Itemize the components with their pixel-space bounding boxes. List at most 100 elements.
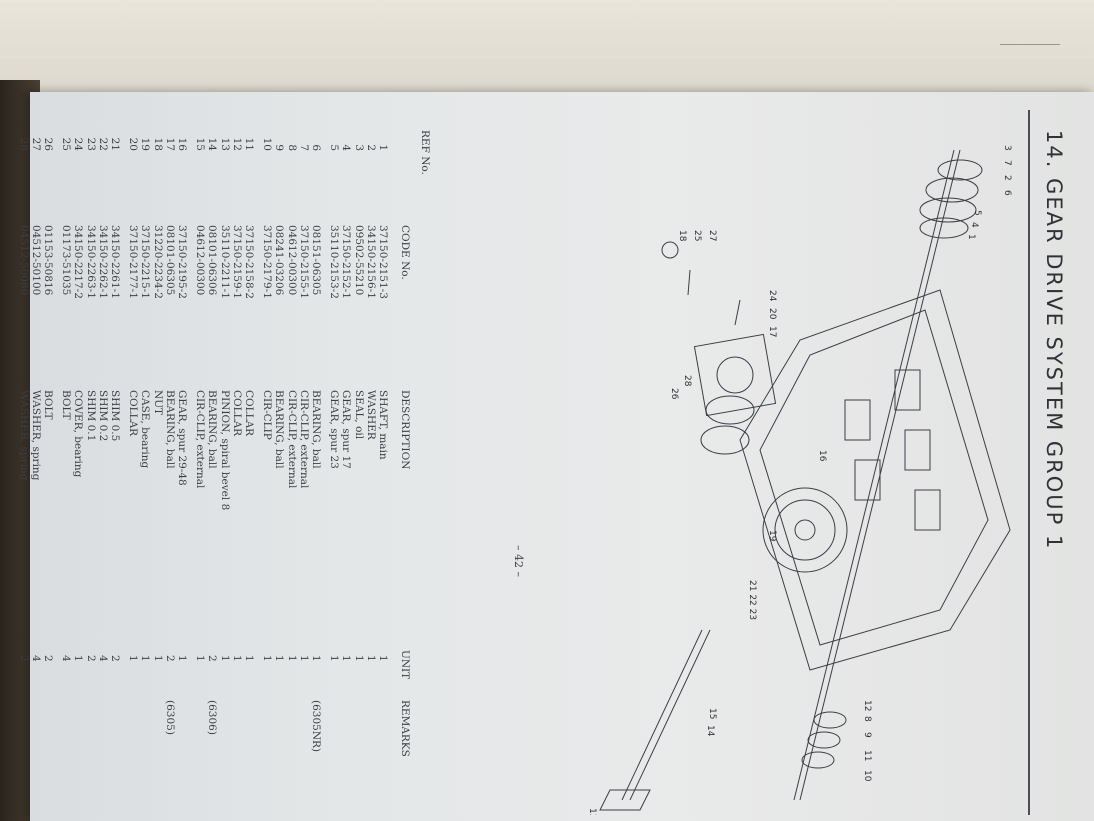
row-ref: 4: [340, 144, 353, 151]
row-unit: 1: [151, 655, 164, 662]
row-description: GEAR, spur 17: [340, 390, 353, 469]
row-description: CIR-CLIP, external: [297, 390, 310, 489]
row-description: BEARING, ball: [206, 390, 219, 469]
row-unit: 1: [261, 655, 274, 662]
row-ref: 17: [163, 137, 176, 151]
row-ref: 13: [218, 137, 231, 151]
header-remarks: REMARKS: [399, 700, 411, 757]
pinion-spiral-bevel: [599, 789, 651, 811]
row-unit: 1: [218, 655, 231, 662]
bearing-cover: [693, 333, 777, 417]
row-unit: 2: [84, 655, 97, 662]
callout-27: 27: [707, 230, 717, 241]
row-code: 04512-50100: [29, 225, 42, 296]
row-ref: 19: [139, 137, 152, 151]
row-description: CIR-CLIP, external: [194, 390, 207, 489]
row-code: 37150-2215-1: [139, 225, 152, 299]
header-description: DESCRIPTION: [399, 390, 411, 470]
row-code: 37150-2179-1: [261, 225, 274, 299]
row-code: 34150-2156-1: [364, 225, 377, 299]
row-unit: 2: [109, 655, 121, 662]
row-unit: 1: [297, 655, 310, 662]
row-description: SHIM 0.2: [96, 390, 109, 442]
row-code: 34150-2262-1: [96, 225, 109, 299]
row-unit: 1: [377, 655, 389, 662]
previous-page-edge: [0, 0, 1094, 100]
gear-case-housing: [739, 289, 1011, 671]
row-description: CIR-CLIP, external: [285, 390, 298, 489]
callout-10: 10: [862, 770, 872, 782]
row-ref: 25: [60, 137, 73, 151]
row-description: CASE, bearing: [139, 390, 152, 469]
callout-15: 15: [707, 708, 717, 719]
row-code: 08151-06305: [310, 225, 322, 296]
row-unit: 1: [352, 655, 365, 662]
row-code: 01173-51035: [60, 225, 73, 296]
header-unit: UNIT: [399, 650, 411, 680]
row-unit: 2: [206, 655, 219, 662]
row-ref: 6: [310, 144, 322, 151]
row-unit: 1: [340, 655, 353, 662]
row-description: SHAFT, main: [377, 390, 389, 460]
row-unit: 1: [285, 655, 298, 662]
row-description: BEARING, ball: [163, 390, 176, 469]
row-unit: 1: [310, 655, 322, 662]
row-description: BOLT: [42, 390, 54, 420]
row-ref: 11: [243, 137, 255, 151]
row-code: 08241-03206: [273, 225, 286, 296]
row-description: BEARING, ball: [273, 390, 286, 469]
callout-4: 4: [969, 222, 979, 228]
callout-6: 6: [1002, 190, 1012, 196]
row-remarks: (6305): [163, 700, 176, 735]
row-code: 37150-2152-1: [340, 225, 353, 299]
row-remarks: (6306): [206, 700, 219, 735]
callout-7: 7: [1002, 160, 1012, 166]
row-description: GEAR, spur 23: [328, 390, 341, 469]
row-unit: 2: [163, 655, 176, 662]
callout-13: 13: [587, 808, 597, 815]
row-ref: 18: [151, 137, 164, 151]
callout-26: 26: [669, 388, 679, 400]
row-code: 35110-2211-1: [218, 225, 231, 299]
row-description: GEAR, spur 29-48: [176, 390, 188, 486]
row-ref: 20: [127, 137, 140, 151]
callout-1: 1: [966, 234, 976, 240]
callout-20: 20: [767, 308, 777, 320]
callout-5: 5: [972, 210, 982, 216]
row-description: SHIM 0.1: [84, 390, 97, 442]
row-description: PINION, spiral bevel 8: [218, 390, 231, 511]
row-ref: 3: [352, 144, 365, 151]
row-unit: 1: [243, 655, 255, 662]
callout-19: 19: [767, 530, 777, 542]
row-description: COLLAR: [230, 390, 243, 437]
document-page: [30, 92, 1094, 821]
rotated-sheet: 14. GEAR DRIVE SYSTEM GROUP 1: [18, 110, 1070, 815]
exploded-parts-diagram: 3 7 2 6 5 4 1 12 8 9 11 10 16 19 21 22 2…: [587, 145, 1012, 815]
callout-16: 16: [817, 450, 827, 462]
row-code: 35110-2153-2: [328, 225, 341, 299]
row-ref: 7: [297, 144, 310, 151]
row-description: WASHER: [364, 390, 377, 440]
header-code: CODE No.: [399, 225, 411, 280]
row-description: COLLAR: [243, 390, 255, 437]
row-description: BEARING, ball: [310, 390, 322, 469]
row-code: 04612-00300: [194, 225, 207, 296]
row-code: 04612-00300: [285, 225, 298, 296]
row-unit: 1: [273, 655, 286, 662]
callout-21-22-23: 21 22 23: [747, 580, 757, 620]
row-ref: 15: [194, 137, 207, 151]
callout-14: 14: [705, 725, 715, 737]
row-unit: 1: [72, 655, 85, 662]
row-description: COLLAR: [127, 390, 140, 437]
row-ref: 22: [96, 137, 109, 151]
row-code: 01153-50816: [42, 225, 54, 296]
row-unit: 2: [17, 655, 30, 662]
row-unit: 1: [176, 655, 188, 662]
row-unit: 4: [60, 655, 73, 662]
row-unit: 1: [328, 655, 341, 662]
page-number: – 42 –: [512, 545, 525, 577]
gear-spur-17: [925, 177, 979, 203]
callout-12: 12: [862, 700, 872, 711]
callout-24: 24: [767, 290, 777, 302]
row-code: 34150-2261-1: [109, 225, 121, 299]
